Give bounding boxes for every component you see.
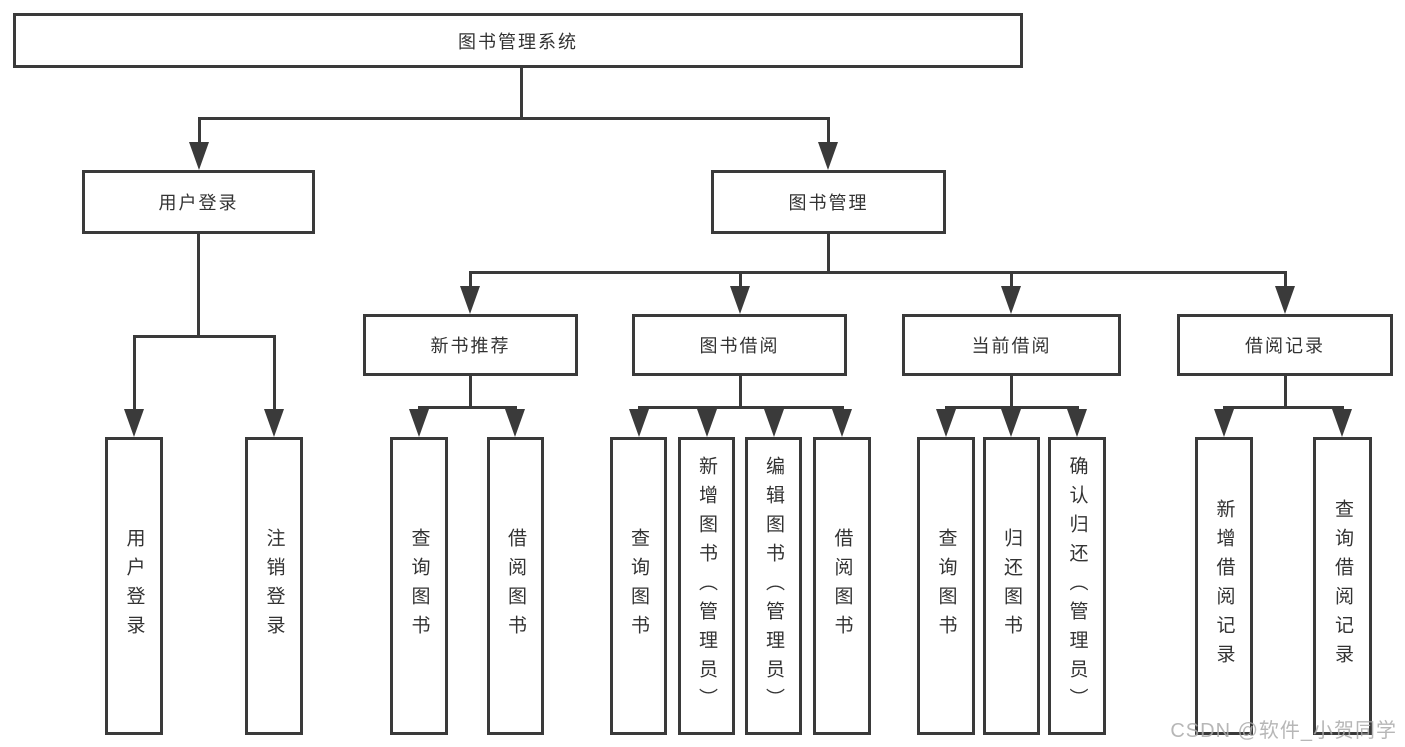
node-leaf-borrow-book-1: 借阅图书 bbox=[487, 437, 544, 735]
node-leaf-add-book: 新增图书（管理员） bbox=[678, 437, 735, 735]
arrowhead-current-borrow-2 bbox=[1067, 409, 1087, 437]
node-label-leaf-user-login: 用户登录 bbox=[123, 528, 145, 644]
connector-drop-root-0 bbox=[198, 117, 201, 144]
connector-stem-root bbox=[520, 68, 523, 120]
node-leaf-borrow-book-2: 借阅图书 bbox=[813, 437, 871, 735]
connector-split-borrow-records bbox=[1223, 406, 1344, 409]
arrowhead-new-book-rec-0 bbox=[409, 409, 429, 437]
node-leaf-logout: 注销登录 bbox=[245, 437, 303, 735]
node-label-user-login: 用户登录 bbox=[158, 193, 239, 213]
connector-drop-book-mgmt-1 bbox=[739, 271, 742, 288]
connector-drop-book-mgmt-0 bbox=[469, 271, 472, 288]
node-label-leaf-query-borrow-record: 查询借阅记录 bbox=[1332, 499, 1353, 673]
connector-split-book-mgmt bbox=[469, 271, 1287, 274]
arrowhead-user-login-0 bbox=[124, 409, 144, 437]
arrowhead-book-mgmt-3 bbox=[1275, 286, 1295, 314]
csdn-watermark: CSDN @软件_小贺同学 bbox=[1170, 720, 1397, 742]
arrowhead-book-mgmt-1 bbox=[730, 286, 750, 314]
connector-stem-user-login bbox=[197, 234, 200, 338]
connector-stem-book-borrow bbox=[739, 376, 742, 409]
arrowhead-book-borrow-2 bbox=[764, 409, 784, 437]
connector-drop-user-login-0 bbox=[133, 335, 136, 411]
node-label-current-borrow: 当前借阅 bbox=[971, 336, 1052, 356]
node-label-leaf-query-book-1: 查询图书 bbox=[408, 528, 430, 644]
node-borrow-records: 借阅记录 bbox=[1177, 314, 1393, 376]
node-label-leaf-edit-book: 编辑图书（管理员） bbox=[763, 455, 784, 717]
node-leaf-query-book-3: 查询图书 bbox=[917, 437, 975, 735]
arrowhead-root-1 bbox=[818, 142, 838, 170]
connector-drop-book-mgmt-3 bbox=[1284, 271, 1287, 288]
connector-split-book-borrow bbox=[638, 406, 844, 409]
arrowhead-book-mgmt-2 bbox=[1001, 286, 1021, 314]
arrowhead-book-borrow-3 bbox=[832, 409, 852, 437]
connector-stem-borrow-records bbox=[1284, 376, 1287, 409]
arrowhead-new-book-rec-1 bbox=[505, 409, 525, 437]
node-leaf-edit-book: 编辑图书（管理员） bbox=[745, 437, 802, 735]
connector-drop-root-1 bbox=[827, 117, 830, 144]
node-leaf-user-login: 用户登录 bbox=[105, 437, 163, 735]
node-label-leaf-add-book: 新增图书（管理员） bbox=[696, 455, 717, 717]
node-root: 图书管理系统 bbox=[13, 13, 1023, 68]
node-leaf-add-borrow-record: 新增借阅记录 bbox=[1195, 437, 1253, 735]
arrowhead-borrow-records-1 bbox=[1332, 409, 1352, 437]
arrowhead-current-borrow-0 bbox=[936, 409, 956, 437]
node-leaf-query-book-2: 查询图书 bbox=[610, 437, 667, 735]
arrowhead-book-mgmt-0 bbox=[460, 286, 480, 314]
node-leaf-confirm-return: 确认归还（管理员） bbox=[1048, 437, 1106, 735]
connector-drop-current-borrow-2 bbox=[1076, 406, 1079, 411]
connector-stem-current-borrow bbox=[1010, 376, 1013, 409]
connector-drop-borrow-records-0 bbox=[1223, 406, 1226, 411]
arrowhead-book-borrow-0 bbox=[629, 409, 649, 437]
node-label-leaf-query-book-2: 查询图书 bbox=[628, 528, 649, 644]
arrowhead-book-borrow-1 bbox=[697, 409, 717, 437]
arrowhead-root-0 bbox=[189, 142, 209, 170]
connector-drop-book-mgmt-2 bbox=[1010, 271, 1013, 288]
node-label-root: 图书管理系统 bbox=[458, 31, 578, 52]
connector-drop-current-borrow-0 bbox=[945, 406, 948, 411]
node-current-borrow: 当前借阅 bbox=[902, 314, 1121, 376]
connector-drop-book-borrow-1 bbox=[706, 406, 709, 411]
connector-drop-borrow-records-1 bbox=[1341, 406, 1344, 411]
node-label-book-mgmt: 图书管理 bbox=[788, 193, 869, 213]
connector-stem-new-book-rec bbox=[469, 376, 472, 409]
node-label-leaf-borrow-book-1: 借阅图书 bbox=[505, 528, 526, 644]
node-new-book-rec: 新书推荐 bbox=[363, 314, 578, 376]
node-label-new-book-rec: 新书推荐 bbox=[430, 336, 511, 356]
node-label-leaf-add-borrow-record: 新增借阅记录 bbox=[1213, 499, 1235, 673]
connector-drop-book-borrow-2 bbox=[773, 406, 776, 411]
connector-stem-book-mgmt bbox=[827, 234, 830, 274]
arrowhead-current-borrow-1 bbox=[1001, 409, 1021, 437]
node-label-leaf-logout: 注销登录 bbox=[263, 528, 285, 644]
node-book-borrow: 图书借阅 bbox=[632, 314, 847, 376]
node-label-leaf-return-book: 归还图书 bbox=[1001, 528, 1022, 644]
node-label-book-borrow: 图书借阅 bbox=[699, 336, 780, 356]
connector-split-root bbox=[198, 117, 830, 120]
node-label-leaf-confirm-return: 确认归还（管理员） bbox=[1066, 455, 1088, 717]
connector-drop-current-borrow-1 bbox=[1010, 406, 1013, 411]
arrowhead-borrow-records-0 bbox=[1214, 409, 1234, 437]
arrowhead-user-login-1 bbox=[264, 409, 284, 437]
connector-split-new-book-rec bbox=[418, 406, 517, 409]
connector-split-user-login bbox=[133, 335, 276, 338]
node-label-borrow-records: 借阅记录 bbox=[1245, 336, 1325, 356]
node-label-leaf-query-book-3: 查询图书 bbox=[935, 528, 957, 644]
node-label-leaf-borrow-book-2: 借阅图书 bbox=[831, 528, 853, 644]
connector-drop-new-book-rec-0 bbox=[418, 406, 421, 411]
node-leaf-return-book: 归还图书 bbox=[983, 437, 1040, 735]
node-book-mgmt: 图书管理 bbox=[711, 170, 946, 234]
node-leaf-query-borrow-record: 查询借阅记录 bbox=[1313, 437, 1372, 735]
connector-drop-new-book-rec-1 bbox=[514, 406, 517, 411]
node-user-login: 用户登录 bbox=[82, 170, 315, 234]
connector-drop-book-borrow-3 bbox=[841, 406, 844, 411]
connector-drop-book-borrow-0 bbox=[638, 406, 641, 411]
node-leaf-query-book-1: 查询图书 bbox=[390, 437, 448, 735]
connector-drop-user-login-1 bbox=[273, 335, 276, 411]
